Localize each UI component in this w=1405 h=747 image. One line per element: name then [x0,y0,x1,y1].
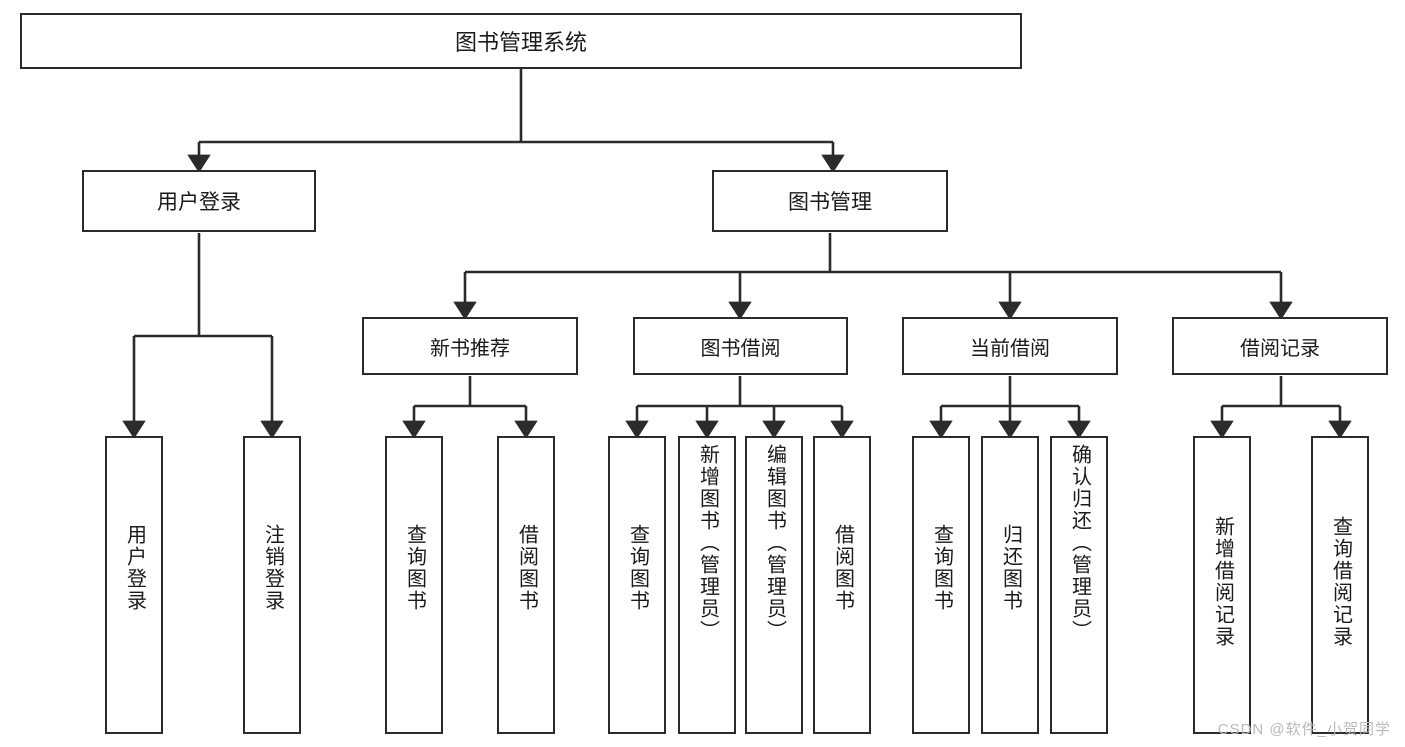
leaf-book-borrow-query-book[interactable]: 查询图书 [608,436,666,734]
node-new-book-recommend[interactable]: 新书推荐 [362,317,578,375]
leaf-book-borrow-edit-book-admin[interactable]: 编辑图书（管理员） [745,436,803,734]
leaf-current-borrow-confirm-return-admin[interactable]: 确认归还（管理员） [1050,436,1108,734]
leaf-current-borrow-query-book[interactable]: 查询图书 [912,436,970,734]
node-book-management[interactable]: 图书管理 [712,170,948,232]
node-book-management-system[interactable]: 图书管理系统 [20,13,1022,69]
leaf-label: 归还图书 [999,524,1022,612]
leaf-label: 新增图书（管理员） [696,444,719,642]
leaf-label: 查询图书 [403,524,426,612]
node-borrow-record[interactable]: 借阅记录 [1172,317,1388,375]
leaf-new-book-query-book[interactable]: 查询图书 [385,436,443,734]
leaf-label: 借阅图书 [515,524,538,612]
leaf-user-login-logout[interactable]: 注销登录 [243,436,301,734]
leaf-label: 查询图书 [930,524,953,612]
leaf-label: 查询图书 [626,524,649,612]
leaf-label: 用户登录 [123,524,146,612]
leaf-new-book-borrow-book[interactable]: 借阅图书 [497,436,555,734]
leaf-label: 编辑图书（管理员） [763,444,786,642]
leaf-borrow-record-add-record[interactable]: 新增借阅记录 [1193,436,1251,734]
leaf-user-login-login[interactable]: 用户登录 [105,436,163,734]
leaf-book-borrow-add-book-admin[interactable]: 新增图书（管理员） [678,436,736,734]
leaf-label: 查询借阅记录 [1329,516,1352,648]
leaf-borrow-record-query-record[interactable]: 查询借阅记录 [1311,436,1369,734]
leaf-label: 确认归还（管理员） [1068,444,1091,642]
node-current-borrow[interactable]: 当前借阅 [902,317,1118,375]
leaf-label: 注销登录 [261,524,284,612]
leaf-book-borrow-borrow-book[interactable]: 借阅图书 [813,436,871,734]
leaf-label: 借阅图书 [831,524,854,612]
leaf-current-borrow-return-book[interactable]: 归还图书 [981,436,1039,734]
leaf-label: 新增借阅记录 [1211,516,1234,648]
node-user-login[interactable]: 用户登录 [82,170,316,232]
node-book-borrow[interactable]: 图书借阅 [633,317,848,375]
